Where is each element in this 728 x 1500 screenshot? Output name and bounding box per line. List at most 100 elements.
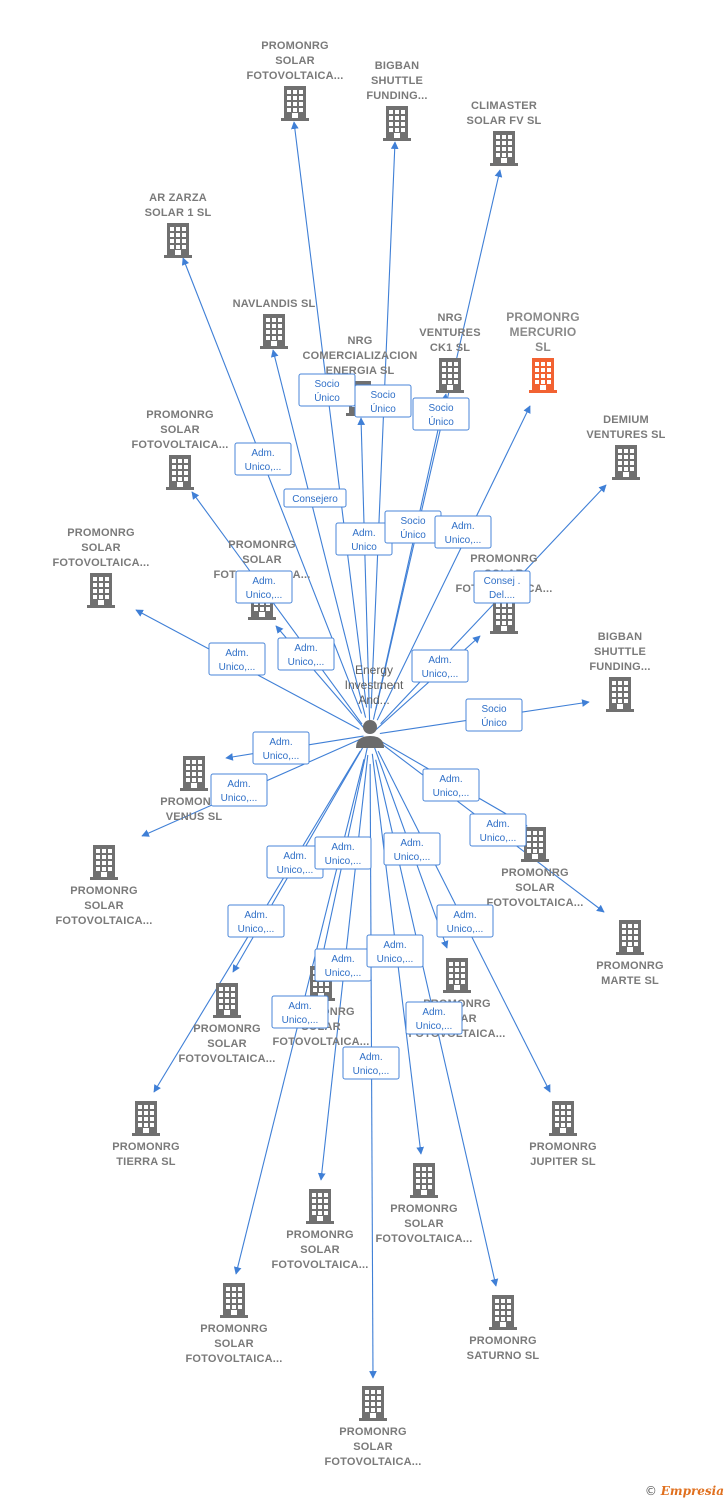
relation-label-r13[interactable]: Adm.Unico,...	[411, 649, 469, 683]
relation-label-r11[interactable]: Adm.Unico,...	[208, 642, 266, 676]
relation-label-r24[interactable]: Adm.Unico,...	[314, 948, 372, 982]
relation-text: Adm.	[352, 528, 375, 539]
relation-text: Adm.	[251, 448, 274, 459]
relation-text: Consejero	[292, 494, 338, 505]
company-node-n16[interactable]: PROMONRG SOLAR FOTOVOLTAICA...	[55, 845, 152, 927]
relation-text: Adm.	[453, 910, 476, 921]
company-node-n28[interactable]: PROMONRGSOLARFOTOVOLTAICA...	[324, 1386, 421, 1468]
building-icon	[220, 1283, 248, 1318]
building-icon	[410, 1163, 438, 1198]
company-node-n11[interactable]: PROMONRGSOLARFOTOVOLTAICA...	[52, 527, 149, 608]
relation-text: Unico,...	[277, 865, 314, 876]
relation-text: Consej .	[484, 576, 521, 587]
relation-text: Único	[428, 415, 454, 428]
relation-label-r23[interactable]: Adm.Unico,...	[436, 904, 494, 938]
relation-text: Unico,...	[246, 590, 283, 601]
relation-label-r27[interactable]: Adm.Unico,...	[405, 1001, 463, 1035]
relation-label-r9[interactable]: Adm.Unico,...	[235, 570, 293, 604]
relation-label-r18[interactable]: Adm.Unico,...	[469, 813, 527, 847]
company-node-n25[interactable]: PROMONRGSOLARFOTOVOLTAICA...	[271, 1189, 368, 1271]
relation-box	[405, 1001, 463, 1035]
company-name-line: SOLAR	[84, 900, 124, 912]
company-name-line: CLIMASTER	[471, 100, 537, 112]
relation-label-r20[interactable]: Adm.Unico,...	[314, 836, 372, 870]
relation-label-r4[interactable]: Adm. Unico,...	[234, 442, 292, 476]
relation-label-r15[interactable]: Adm.Unico,...	[252, 731, 310, 765]
company-node-n17[interactable]: PROMONRGSOLARFOTOVOLTAICA...	[486, 827, 583, 909]
relation-text: Adm.	[269, 737, 292, 748]
company-name-line: PROMONRG	[70, 885, 138, 897]
relation-text: Adm.	[383, 940, 406, 951]
relation-label-r21[interactable]: Adm.Unico,...	[383, 832, 441, 866]
relation-text: Unico,...	[325, 968, 362, 979]
relation-label-r17[interactable]: Adm.Unico,...	[422, 768, 480, 802]
relation-box	[436, 904, 494, 938]
company-node-n20[interactable]: PROMONRGSOLARFOTOVOLTAICA...	[178, 983, 275, 1065]
company-node-n10[interactable]: PROMONRGSOLARFOTOVOLTAICA...	[131, 409, 228, 490]
company-node-n1[interactable]: PROMONRGSOLARFOTOVOLTAICA...	[246, 40, 343, 121]
relation-label-r8[interactable]: Adm.Unico,...	[434, 515, 492, 549]
relation-label-r6[interactable]: Adm.Unico	[335, 522, 393, 556]
company-name-line: PROMONRG	[596, 960, 664, 972]
relation-label-r12[interactable]: Adm.Unico,...	[277, 637, 335, 671]
building-icon	[436, 358, 464, 393]
relation-label-r26[interactable]: Adm.Unico,...	[271, 995, 329, 1029]
company-name-line: BIGBAN	[375, 60, 420, 72]
edge-n1	[291, 121, 368, 708]
company-node-n14[interactable]: BIGBANSHUTTLEFUNDING...	[589, 631, 650, 712]
relation-label-r10[interactable]: Consej . Del....	[473, 570, 531, 604]
company-name-line: COMERCIALIZACION	[302, 350, 417, 362]
relation-box	[283, 488, 347, 508]
relation-text: Unico,...	[445, 535, 482, 546]
company-name-line: PROMONRG	[193, 1023, 261, 1035]
relation-text: Socio	[481, 704, 506, 715]
company-node-n2[interactable]: BIGBANSHUTTLEFUNDING...	[366, 60, 427, 141]
relation-text: Del....	[489, 590, 515, 601]
relation-box	[434, 515, 492, 549]
building-icon	[549, 1101, 577, 1136]
relation-label-r22[interactable]: Adm.Unico,...	[227, 904, 285, 938]
company-node-n24[interactable]: PROMONRGSOLARFOTOVOLTAICA...	[375, 1163, 472, 1245]
relation-box	[210, 773, 268, 807]
edge-n6	[357, 417, 371, 721]
relation-box	[411, 649, 469, 683]
relation-label-r25[interactable]: Adm. Unico,...	[366, 934, 424, 968]
relation-text: Unico,...	[245, 462, 282, 473]
company-node-n26[interactable]: PROMONRGSOLARFOTOVOLTAICA...	[185, 1283, 282, 1365]
relation-box	[252, 731, 310, 765]
company-name-line: FUNDING...	[366, 90, 427, 102]
relation-box	[235, 570, 293, 604]
relation-label-r28[interactable]: Adm.Unico,...	[342, 1046, 400, 1080]
company-name-line: SOLAR	[214, 1338, 254, 1350]
company-node-n5[interactable]: NAVLANDIS SL	[233, 298, 316, 349]
relation-text: Adm.	[422, 1007, 445, 1018]
relation-text: Unico,...	[325, 856, 362, 867]
company-name-line: SHUTTLE	[594, 646, 646, 658]
relation-label-r16[interactable]: Adm.Unico,...	[210, 773, 268, 807]
company-name-line: CK1 SL	[430, 342, 470, 354]
center-node[interactable]: EnergyInvestmentAnd...	[345, 663, 404, 748]
relation-text: Unico,...	[377, 954, 414, 965]
relation-box	[366, 934, 424, 968]
relation-box	[465, 698, 523, 732]
company-name-line: FOTOVOLTAICA...	[55, 915, 152, 927]
building-icon	[164, 223, 192, 258]
relation-label-r5[interactable]: Consejero	[283, 488, 347, 508]
building-icon	[443, 958, 471, 993]
relation-box	[234, 442, 292, 476]
